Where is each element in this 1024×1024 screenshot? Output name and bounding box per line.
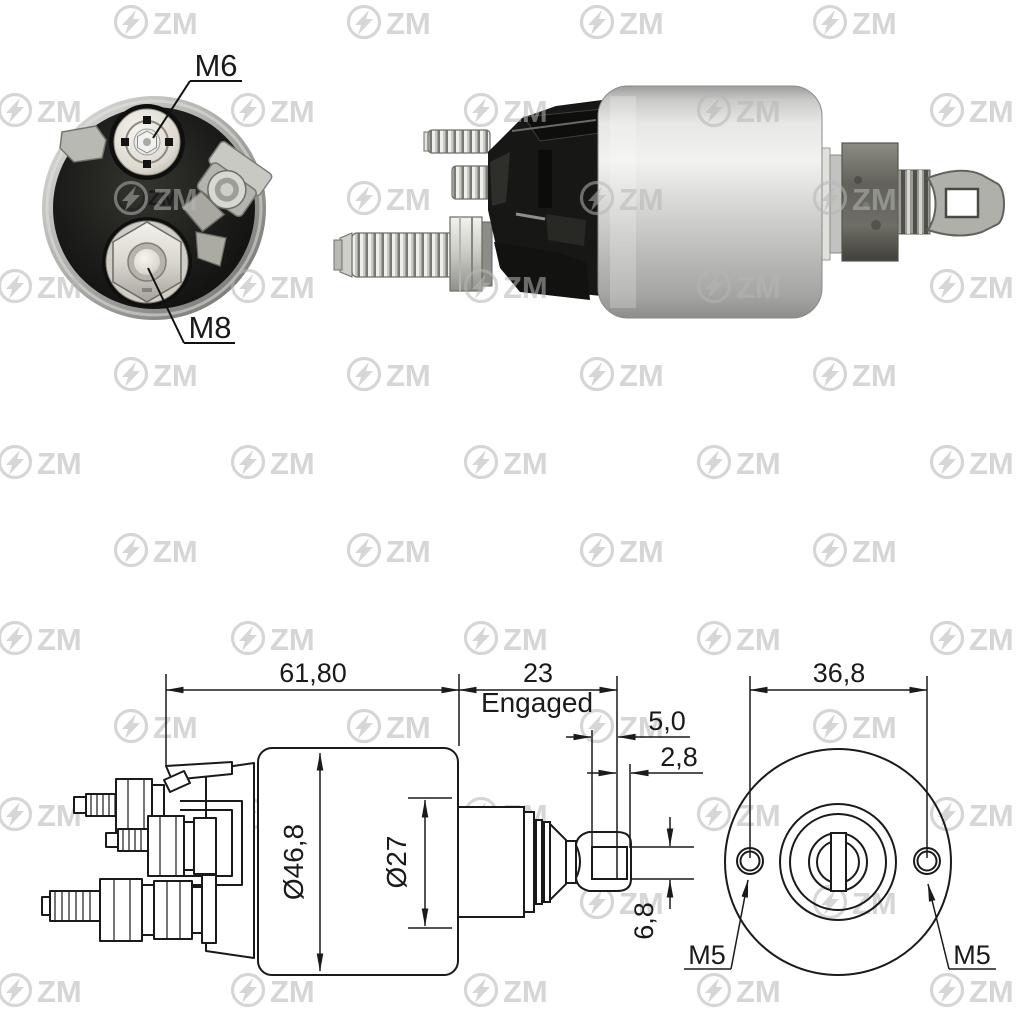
svg-text:36,8: 36,8 [813, 658, 866, 688]
svg-text:23: 23 [523, 658, 553, 688]
svg-text:61,80: 61,80 [279, 658, 347, 688]
svg-text:2,8: 2,8 [660, 742, 698, 772]
dim-hole-spacing: 36,8 [749, 658, 928, 858]
svg-text:6,8: 6,8 [629, 902, 659, 940]
dim-travel: 23 Engaged [458, 658, 618, 878]
svg-text:5,0: 5,0 [648, 706, 686, 736]
dim-eye-slot: 6,8 [629, 817, 694, 940]
photo-annotations: M6 M8 [147, 48, 242, 345]
label-m8: M8 [147, 267, 235, 345]
label-m5-right: M5 [927, 883, 996, 970]
dim-length: 61,80 [165, 658, 460, 766]
drawing-cap [41, 761, 255, 959]
svg-text:M6: M6 [194, 48, 237, 83]
label-m5-left: M5 [684, 879, 749, 970]
svg-text:Ø46,8: Ø46,8 [278, 824, 309, 900]
technical-drawing: 61,80 23 Engaged 5,0 2,8 Ø46,8 [41, 658, 996, 976]
dim-body-diameter: Ø46,8 [278, 752, 324, 972]
svg-text:M8: M8 [188, 310, 231, 345]
svg-text:M5: M5 [953, 940, 991, 970]
dim-5-0: 5,0 [566, 706, 690, 846]
dim-2-8: 2,8 [587, 742, 703, 848]
front-slot [830, 832, 847, 892]
drawing-front-view [724, 748, 952, 976]
dim-front-diameter: Ø27 [381, 797, 452, 929]
label-m6: M6 [152, 48, 242, 139]
svg-text:Engaged: Engaged [481, 687, 593, 718]
svg-text:M5: M5 [688, 940, 726, 970]
svg-text:Ø27: Ø27 [381, 836, 412, 889]
